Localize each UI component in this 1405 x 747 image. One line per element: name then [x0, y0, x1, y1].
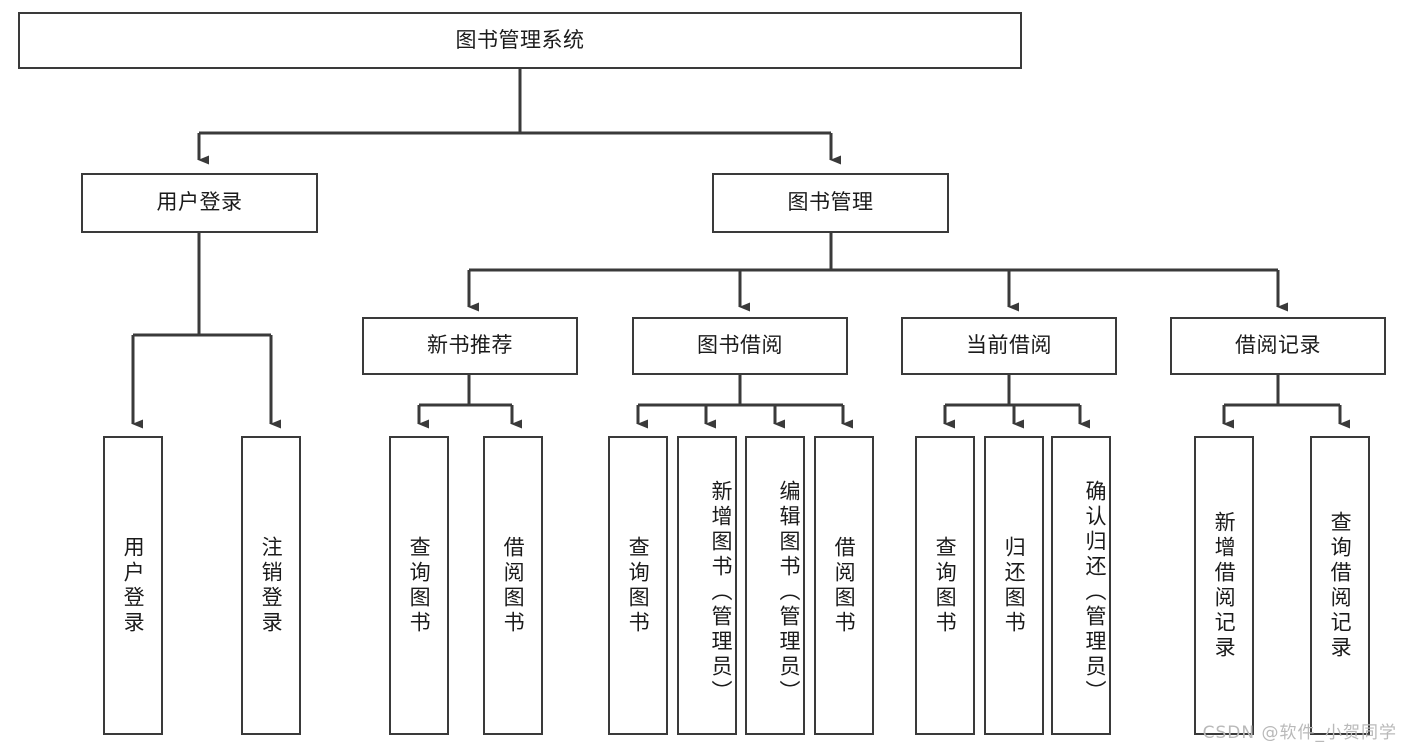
node-book-management[interactable]: 图书管理: [712, 173, 949, 233]
node-current-borrow[interactable]: 当前借阅: [901, 317, 1117, 375]
node-root-system[interactable]: 图书管理系统: [18, 12, 1022, 69]
csdn-watermark: CSDN @软件_小贺同学: [1202, 723, 1397, 743]
leaf-logout[interactable]: 注销登录: [241, 436, 301, 735]
leaf-borrow-book-recommend[interactable]: 借阅图书: [483, 436, 543, 735]
leaf-borrow-book[interactable]: 借阅图书: [814, 436, 874, 735]
leaf-edit-book-admin[interactable]: 编辑图书（管理员）: [745, 436, 805, 735]
leaf-return-book[interactable]: 归还图书: [984, 436, 1044, 735]
leaf-query-book-current[interactable]: 查询图书: [915, 436, 975, 735]
leaf-user-login[interactable]: 用户登录: [103, 436, 163, 735]
leaf-confirm-return-admin[interactable]: 确认归还（管理员）: [1051, 436, 1111, 735]
node-new-book-recommend[interactable]: 新书推荐: [362, 317, 578, 375]
leaf-query-borrow-record[interactable]: 查询借阅记录: [1310, 436, 1370, 735]
leaf-query-book-recommend[interactable]: 查询图书: [389, 436, 449, 735]
node-user-login[interactable]: 用户登录: [81, 173, 318, 233]
leaf-query-book-borrow[interactable]: 查询图书: [608, 436, 668, 735]
node-book-borrow[interactable]: 图书借阅: [632, 317, 848, 375]
leaf-add-book-admin[interactable]: 新增图书（管理员）: [677, 436, 737, 735]
node-borrow-record[interactable]: 借阅记录: [1170, 317, 1386, 375]
leaf-add-borrow-record[interactable]: 新增借阅记录: [1194, 436, 1254, 735]
